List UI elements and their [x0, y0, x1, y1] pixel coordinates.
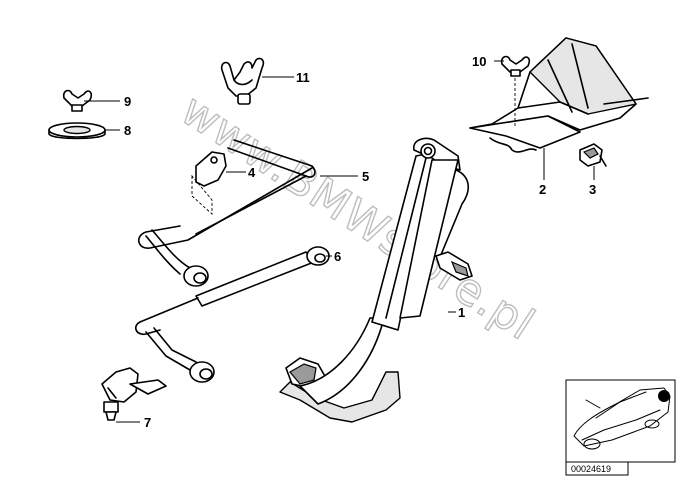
callout-8: 8: [124, 123, 131, 138]
callout-2: 2: [539, 182, 546, 197]
callout-1: 1: [458, 305, 465, 320]
part-crank-rod-5[interactable]: [138, 139, 316, 287]
part-wing-nut-9[interactable]: [62, 89, 93, 112]
location-marker-icon: [658, 390, 670, 402]
callout-3: 3: [589, 182, 596, 197]
part-holder-clip-7[interactable]: [101, 367, 167, 421]
callout-10: 10: [472, 54, 486, 69]
callout-6: 6: [334, 249, 341, 264]
callout-11: 11: [296, 70, 310, 85]
callout-4: 4: [248, 165, 256, 180]
part-clamp-11[interactable]: [220, 57, 265, 105]
callout-5: 5: [362, 169, 369, 184]
part-rod-clip-4[interactable]: [191, 151, 227, 216]
reference-code: 00024619: [571, 464, 611, 474]
part-wheel-wrench-6[interactable]: [134, 246, 330, 383]
callout-7: 7: [144, 415, 151, 430]
part-washer-8[interactable]: [48, 122, 106, 140]
leader-lines: [84, 60, 595, 423]
callout-9: 9: [124, 94, 131, 109]
vehicle-thumbnail: [565, 379, 676, 463]
part-bracket[interactable]: [469, 37, 649, 153]
part-clip[interactable]: [579, 143, 607, 167]
part-wing-nut-10[interactable]: [500, 55, 531, 126]
part-jack[interactable]: [279, 137, 473, 423]
